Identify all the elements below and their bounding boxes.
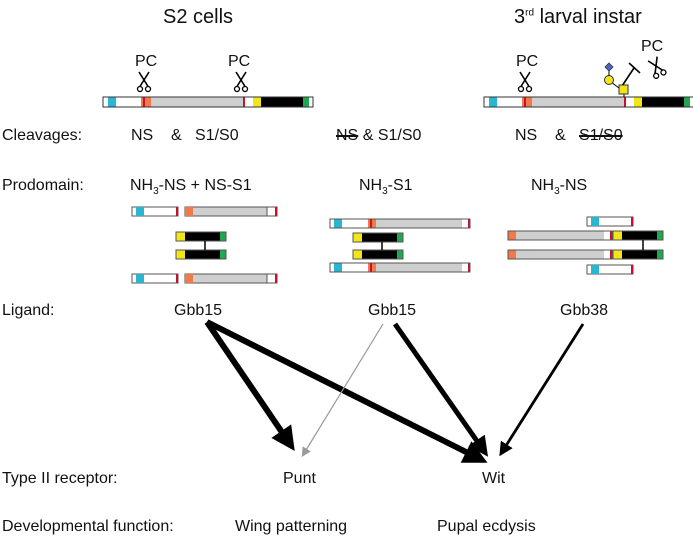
- cleavage-mid-ns-blocked: NS: [336, 127, 359, 144]
- scissors-icon: [136, 71, 152, 93]
- function-wing-patterning: Wing patterning: [235, 518, 348, 535]
- pc-label-larval-ns: PC: [516, 53, 539, 70]
- row-label-ligand: Ligand:: [2, 302, 55, 319]
- header-larval-instar: 3rd larval instar: [514, 6, 642, 29]
- header-larval-num: 3: [514, 6, 526, 28]
- prodomain-larval: NH3-NS: [531, 177, 587, 197]
- blocked-scissors-icon: [621, 55, 668, 87]
- ligand-gbb15-mid: Gbb15: [368, 302, 417, 319]
- cleavage-s2-ns: NS: [131, 127, 154, 144]
- prodomain-mid: NH3-S1: [359, 177, 413, 197]
- receptor-punt: Punt: [283, 470, 316, 487]
- prodomain-s2-sub: 3: [153, 186, 159, 198]
- s2-complex: [131, 206, 278, 284]
- row-label-receptor: Type II receptor:: [2, 470, 118, 487]
- prodomain-larval-sub: 3: [554, 186, 560, 198]
- prodomain-mid-sub: 3: [382, 186, 388, 198]
- cleavage-larval-amp: &: [555, 127, 566, 144]
- prodomain-mid-rest: -S1: [387, 177, 413, 194]
- cleavage-larval-ns: NS: [515, 127, 538, 144]
- scissors-icon: [233, 71, 249, 93]
- larval-complex: [507, 216, 664, 275]
- glycan-icon: [604, 62, 629, 97]
- header-larval-sup: rd: [525, 7, 535, 19]
- prodomain-mid-nh: NH: [359, 177, 383, 194]
- ligand-gbb38-larval: Gbb38: [560, 302, 609, 319]
- cleavage-larval-s1s0-blocked: S1/S0: [579, 127, 623, 144]
- receptor-wit: Wit: [482, 470, 506, 487]
- row-label-function: Developmental function:: [2, 518, 174, 535]
- prodomain-larval-nh: NH: [531, 177, 555, 194]
- precursor-s2: [102, 96, 314, 108]
- prodomain-s2: NH3-NS + NS-S1: [130, 177, 252, 197]
- arrow-gbb38-to-wit: [499, 323, 585, 457]
- cleavage-s2-amp: &: [171, 127, 182, 144]
- pc-label-s2-ns: PC: [135, 53, 158, 70]
- arrow-gbb15-to-punt: [204, 320, 295, 451]
- header-s2-cells: S2 cells: [163, 6, 234, 28]
- cleavage-larval: NS & S1/S0: [515, 127, 623, 145]
- prodomain-s2-rest: -NS + NS-S1: [158, 177, 252, 194]
- row-label-cleavages: Cleavages:: [2, 127, 83, 144]
- arrow-gbb15mid-to-punt: [301, 323, 384, 458]
- arrow-gbb15-to-wit: [205, 319, 488, 463]
- ligand-gbb15-s2: Gbb15: [174, 302, 223, 319]
- cleavage-s2-s1s0: S1/S0: [195, 127, 239, 144]
- mid-complex: [329, 218, 471, 273]
- function-pupal-ecdysis: Pupal ecdysis: [437, 518, 536, 535]
- pc-label-s2-s1: PC: [228, 53, 251, 70]
- pc-label-larval-s1: PC: [641, 38, 664, 55]
- cleavage-s2: NS & S1/S0: [131, 127, 239, 145]
- scissors-icon: [517, 71, 533, 93]
- arrow-gbb15mid-to-wit: [392, 322, 489, 457]
- cleavage-mid-amp: &: [362, 127, 374, 144]
- row-label-prodomain: Prodomain:: [2, 177, 84, 194]
- prodomain-larval-rest: -NS: [559, 177, 588, 194]
- precursor-larval: [483, 96, 693, 108]
- prodomain-s2-nh: NH: [130, 177, 154, 194]
- cleavage-mid-s1s0: S1/S0: [377, 127, 422, 144]
- header-larval-rest: larval instar: [534, 6, 642, 28]
- cleavage-mid: NS & S1/S0: [336, 127, 421, 145]
